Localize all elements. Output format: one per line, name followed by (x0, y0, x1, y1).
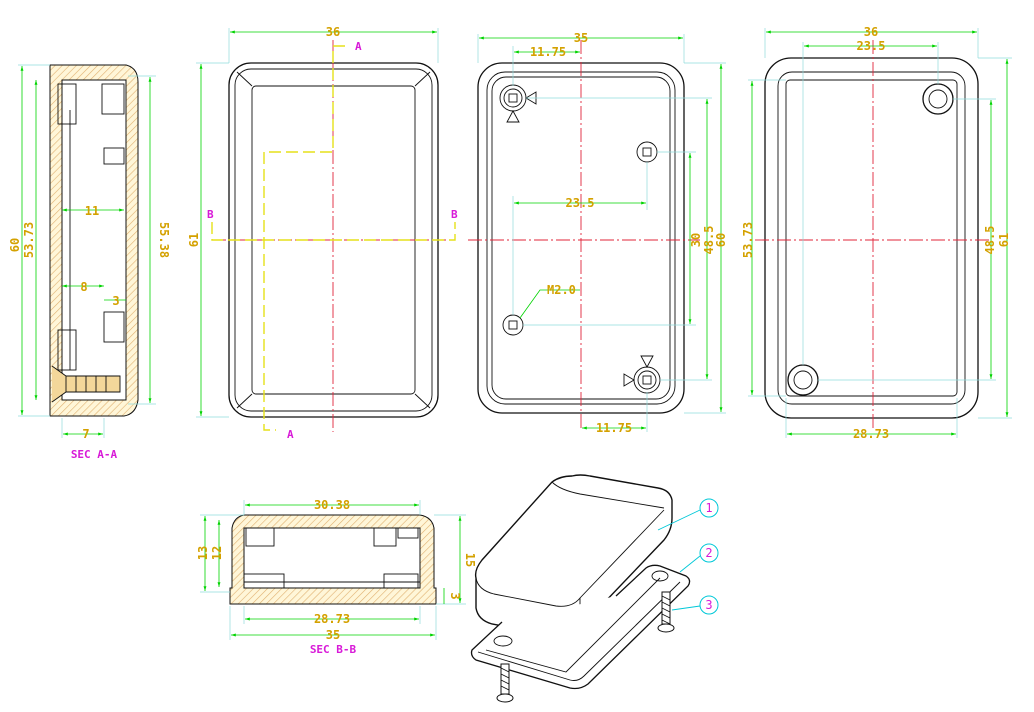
aa-dim-overall-height: 60 (8, 238, 22, 252)
top-view: A A B B 36 61 (187, 25, 458, 441)
section-mark-a-bottom: A (287, 428, 294, 441)
section-mark-b-left: B (207, 208, 214, 221)
inside-dim-width: 35 (574, 31, 588, 45)
bottom-dim-inner-width: 28.73 (853, 427, 889, 441)
top-dim-height: 61 (187, 233, 201, 247)
bottom-view: 36 23.5 53.73 48.5 61 28.73 (741, 25, 1012, 441)
boss-top-left (499, 84, 537, 123)
aa-dim-7: 7 (82, 427, 89, 441)
inside-dim-boss-spacing: 23.5 (566, 196, 595, 210)
boss-bottom-right (623, 355, 661, 394)
aa-dim-rib-span: 55.38 (157, 222, 171, 258)
bb-dim-inner-width: 28.73 (314, 612, 350, 626)
balloon-2: 2 (705, 546, 712, 560)
section-aa-view: 60 53.73 55.38 11 8 3 7 SEC A-A (8, 64, 171, 461)
balloon-3: 3 (705, 598, 712, 612)
boss-mid-right (636, 141, 658, 163)
aa-dim-3: 3 (112, 294, 119, 308)
bb-dim-12: 12 (210, 546, 224, 560)
inside-dim-48-5: 48.5 (702, 226, 716, 255)
inside-thread-callout: M2.0 (547, 283, 576, 297)
top-dim-width: 36 (326, 25, 340, 39)
bottom-dim-inner-height: 53.73 (741, 222, 755, 258)
balloon-1: 1 (705, 501, 712, 515)
bottom-dim-width: 36 (864, 25, 878, 39)
aa-dim-inner-height: 53.73 (22, 222, 36, 258)
section-bb-label: SEC B-B (310, 643, 357, 656)
exploded-view: 1 2 3 (470, 474, 719, 703)
part-cover (474, 474, 673, 638)
screw-hole-bottom-left (787, 364, 819, 396)
balloon-3-circle (699, 595, 719, 615)
inside-dim-offset-bottom: 11.75 (596, 421, 632, 435)
part-screw-right (657, 591, 675, 633)
balloon-1-circle (699, 498, 719, 518)
bb-dim-width: 35 (326, 628, 340, 642)
inside-dim-offset-top: 11.75 (530, 45, 566, 59)
aa-dim-11: 11 (85, 204, 99, 218)
inside-view: 35 11.75 23.5 M2.0 11.75 30 48.5 60 (468, 31, 728, 435)
bb-dim-3: 3 (448, 592, 462, 599)
balloon-2-circle (699, 543, 719, 563)
section-mark-b-right: B (451, 208, 458, 221)
bb-dim-top-width: 30.38 (314, 498, 350, 512)
aa-dim-8: 8 (80, 280, 87, 294)
inside-dim-30: 30 (689, 233, 703, 247)
section-bb-view: 30.38 28.73 35 13 12 15 3 SEC B-B (196, 498, 477, 656)
part-screw-left (496, 663, 514, 703)
section-aa-label: SEC A-A (71, 448, 118, 461)
part-base (470, 564, 691, 690)
bottom-dim-height: 61 (997, 233, 1011, 247)
inside-dim-height: 60 (714, 233, 728, 247)
section-mark-a-top: A (355, 40, 362, 53)
bb-dim-15: 15 (463, 553, 477, 567)
bottom-dim-hole-spacing: 23.5 (857, 39, 886, 53)
bb-dim-13: 13 (196, 546, 210, 560)
screw-hole-top-right (922, 83, 954, 115)
bottom-dim-hole-vertical: 48.5 (983, 226, 997, 255)
